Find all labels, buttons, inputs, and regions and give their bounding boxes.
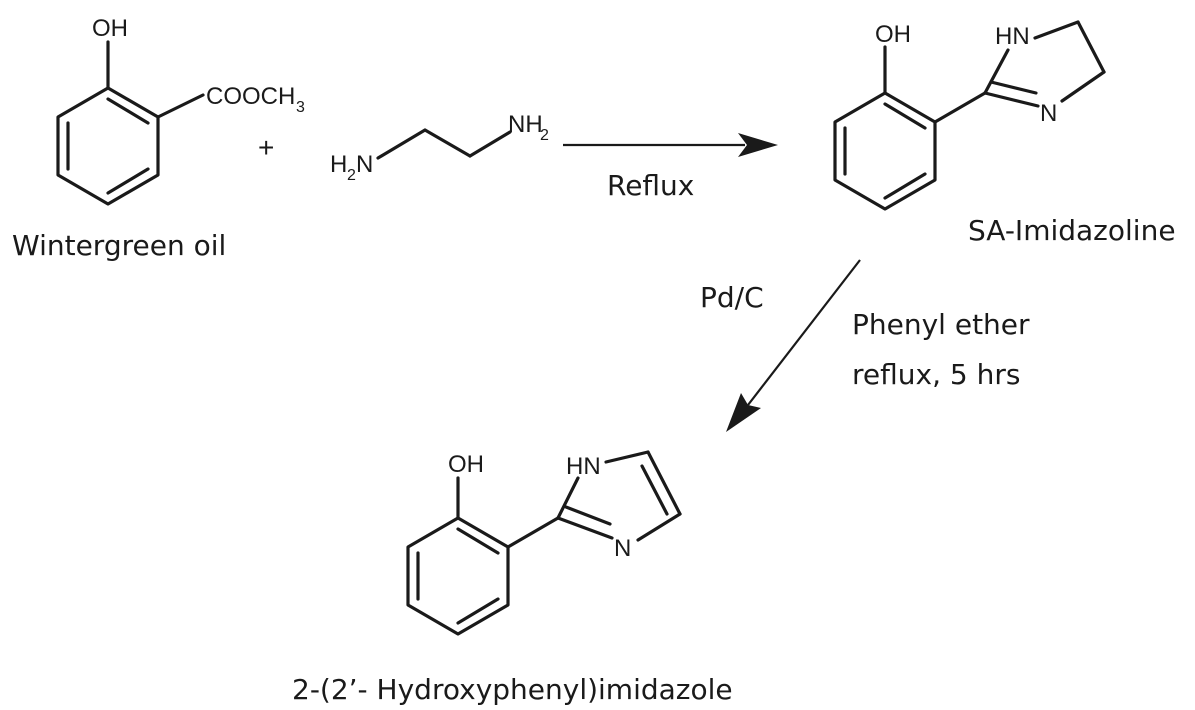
n1-c5-bond — [1033, 20, 1080, 40]
wintergreen-oil-structure: OH COOCH 3 Wintergreen oil — [12, 15, 305, 262]
aromatic-double-bond — [456, 527, 500, 555]
n1-c5-bond — [604, 450, 650, 464]
benzene-ring — [406, 516, 510, 636]
c2-n3-double-bond — [983, 91, 1040, 108]
plus-sign: + — [258, 132, 274, 163]
reflux-label: Reflux — [607, 169, 694, 202]
c5-c4-bond — [1076, 20, 1106, 74]
n-label: N — [1040, 100, 1057, 127]
c5-c4-bond — [646, 450, 682, 516]
n-label: N — [614, 535, 631, 562]
c2-n3-double-bond-inner — [989, 80, 1038, 95]
c2-n3-double-bond-inner — [564, 505, 612, 526]
nh-label: HN — [995, 23, 1030, 50]
amine-right-subscript: 2 — [540, 127, 549, 144]
aromatic-double-bond — [883, 172, 927, 200]
c4-n3-bond — [636, 512, 682, 542]
sa-imidazoline-structure: OH HN N SA-Imidazoline — [833, 20, 1176, 247]
aromatic-double-bond — [106, 97, 150, 125]
pd-c-label: Pd/C — [700, 281, 764, 314]
nh-label: HN — [566, 453, 601, 480]
aryl-ring-bond — [506, 516, 560, 549]
ester-subscript: 3 — [296, 99, 305, 116]
reaction-arrow-2: Pd/C Phenyl ether reflux, 5 hrs — [700, 259, 1030, 432]
c2-n1-bond — [983, 48, 1010, 95]
sa-imidazoline-label: SA-Imidazoline — [968, 214, 1176, 247]
aromatic-double-bond — [456, 597, 500, 625]
reflux-time-label: reflux, 5 hrs — [852, 358, 1020, 391]
cc-bond — [423, 128, 472, 158]
ethylenediamine-structure: H 2 N NH 2 — [330, 111, 549, 184]
arrowhead — [738, 133, 778, 157]
oh-label: OH — [92, 15, 128, 42]
amine-left-subscript: 2 — [347, 167, 356, 184]
oh-label: OH — [875, 21, 911, 48]
c2-n1-bond — [556, 476, 580, 520]
benzene-ring — [56, 86, 160, 206]
wintergreen-oil-label: Wintergreen oil — [12, 229, 226, 262]
c5-c4-double-bond-inner — [640, 464, 669, 516]
amine-left-n: N — [356, 151, 373, 178]
hydroxyphenyl-imidazole-label: 2-(2’- Hydroxyphenyl)imidazole — [292, 673, 733, 706]
phenyl-ether-label: Phenyl ether — [852, 308, 1030, 341]
oh-label: OH — [448, 451, 484, 478]
amine-right-nh: NH — [508, 111, 543, 138]
aryl-ring-bond — [933, 91, 987, 124]
ester-label: COOCH — [206, 83, 295, 110]
ester-bond — [156, 93, 205, 119]
c4-n3-bond — [1060, 70, 1106, 103]
c2-n3-double-bond — [556, 516, 614, 540]
arrowhead — [726, 393, 761, 432]
amine-left-h: H — [330, 151, 347, 178]
aromatic-double-bond — [106, 167, 150, 195]
aromatic-double-bond — [883, 102, 927, 130]
reaction-arrow-1: Reflux — [563, 133, 778, 202]
cn-bond — [468, 130, 512, 158]
cn-bond — [376, 128, 427, 160]
hydroxyphenyl-imidazole-structure: OH HN N 2-(2’- Hydroxyphenyl)imidazole — [292, 450, 733, 706]
benzene-ring — [833, 91, 937, 211]
